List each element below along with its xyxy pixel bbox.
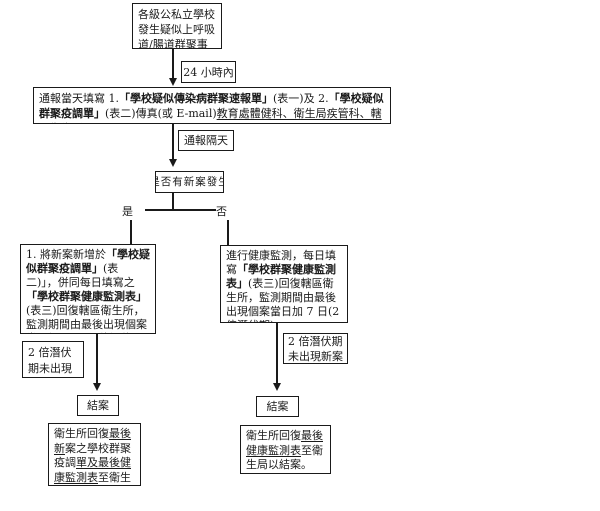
arrow-down-icon — [169, 159, 177, 167]
connector-line — [172, 124, 174, 160]
yes-process-box: 1. 將新案新增於「學校疑似群聚疫調單」(表二)」，併同每日填寫之「學校群聚健康… — [20, 244, 156, 334]
decision-box: 是否有新案發生 — [155, 171, 224, 193]
connector-line — [96, 334, 98, 383]
connector-line — [276, 323, 278, 383]
connector-line — [130, 220, 132, 244]
branch-line — [145, 209, 216, 211]
yes-close-box: 結案 — [77, 395, 119, 416]
no-incubation-note: 2 倍潛伏期未出現新案 — [283, 333, 348, 364]
yes-incubation-note: 2 倍潛伏期未出現新案 — [22, 341, 84, 378]
connector-line — [227, 220, 229, 245]
arrow-down-icon — [169, 78, 177, 86]
arrow-down-icon — [273, 383, 281, 391]
label-next-day: 通報隔天 — [178, 130, 234, 151]
branch-label-no: 否 — [216, 203, 227, 219]
no-process-box: 進行健康監測，每日填寫「學校群聚健康監測表」(表三)回復轄區衛生所，監測期間由最… — [220, 245, 348, 323]
no-close-box: 結案 — [256, 396, 299, 417]
start-box: 各級公私立學校發生疑似上呼吸道/腸道群聚事件 — [132, 3, 222, 49]
label-24-hours: 24 小時內 — [181, 61, 236, 83]
connector-line — [172, 49, 174, 79]
branch-label-yes: 是 — [122, 203, 133, 219]
no-final-box: 衛生所回復最後健康監測表至衛生局以結案。 — [240, 425, 331, 474]
yes-final-box: 衛生所回復最後新案之學校群聚疫調單及最後健康監測表至衛生局以結案 — [48, 423, 141, 486]
report-box: 通報當天填寫 1.「學校疑似傳染病群聚速報單」(表一)及 2.「學校疑似群聚疫調… — [33, 87, 391, 124]
connector-line — [172, 193, 174, 210]
arrow-down-icon — [93, 383, 101, 391]
